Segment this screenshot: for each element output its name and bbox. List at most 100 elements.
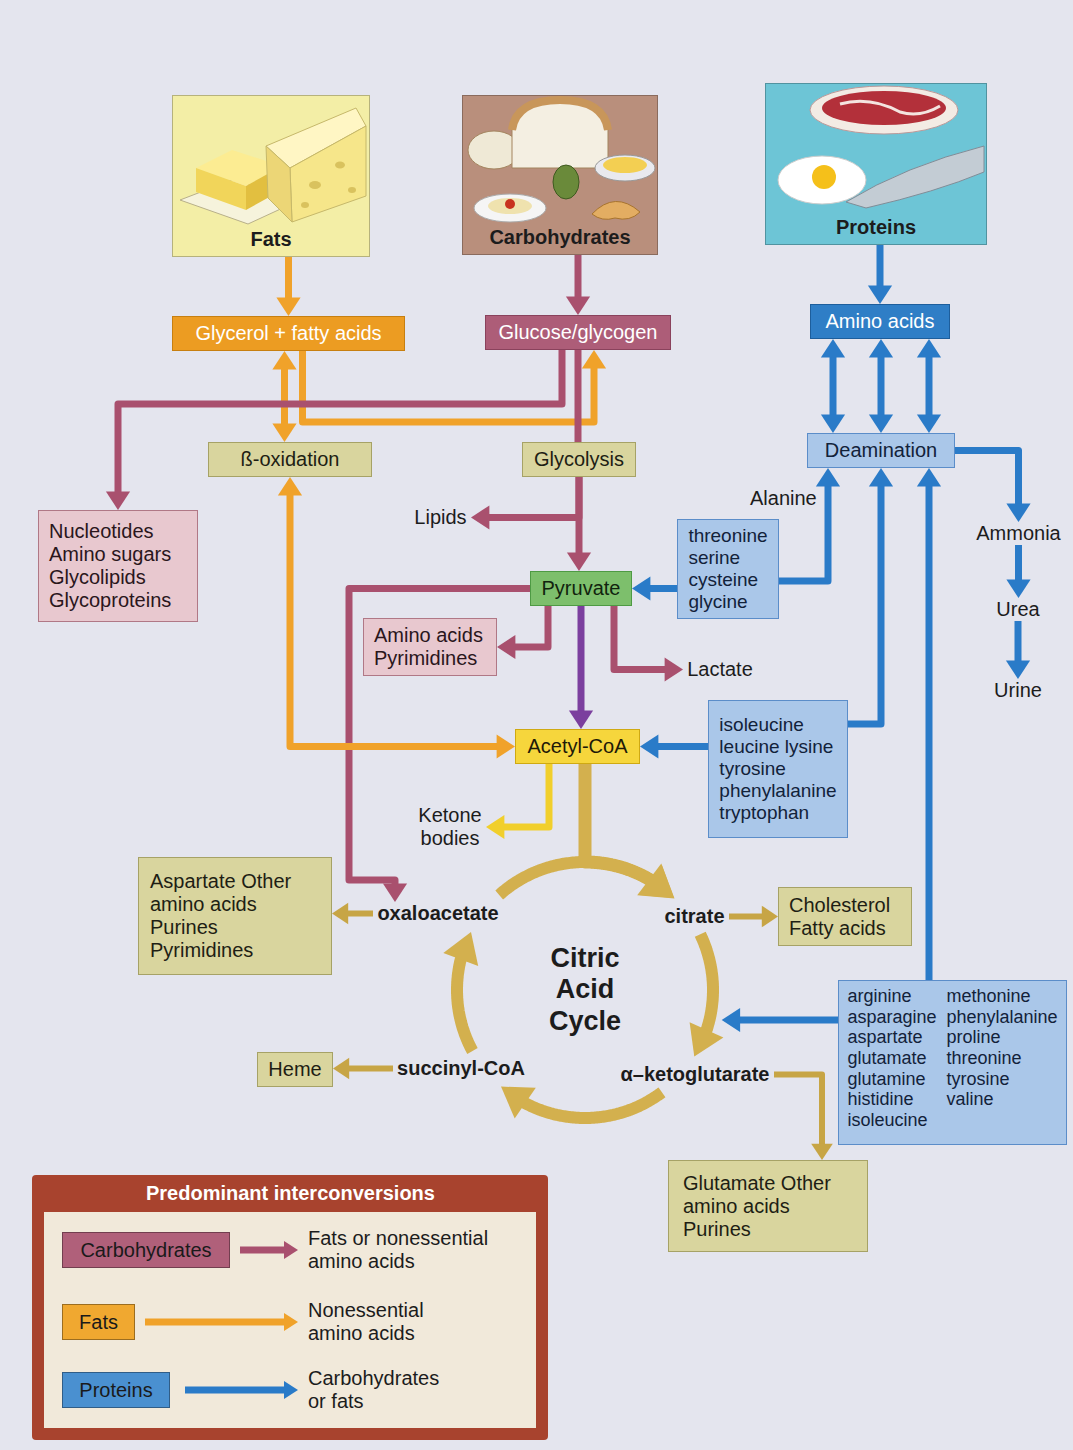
connector bbox=[333, 1058, 393, 1080]
egg-white bbox=[778, 156, 866, 204]
carbohydrates-illustration bbox=[462, 95, 658, 255]
edge-label: Alanine bbox=[748, 487, 819, 510]
connector bbox=[614, 606, 683, 682]
legend-arrow bbox=[145, 1319, 286, 1326]
metabolite-label: oxaloacetate bbox=[373, 902, 503, 925]
arrowhead bbox=[816, 468, 840, 486]
bread-crust bbox=[512, 100, 608, 130]
arrowhead bbox=[917, 339, 941, 357]
arrowhead bbox=[566, 297, 590, 315]
node-label: threonine serine cysteine glycine bbox=[688, 525, 767, 612]
connector-line bbox=[524, 1092, 662, 1118]
steak-fat bbox=[810, 86, 958, 134]
legend-description: Carbohydrates or fats bbox=[308, 1367, 453, 1413]
cheese-hole bbox=[309, 181, 321, 189]
node-label: Deamination bbox=[825, 439, 937, 462]
panel-fill bbox=[172, 95, 370, 257]
connector-line bbox=[118, 350, 562, 493]
metabolite-label: Urea bbox=[992, 598, 1044, 621]
connector bbox=[848, 468, 893, 724]
legend-label: Carbohydrates bbox=[80, 1239, 211, 1262]
node-label: Heme bbox=[268, 1058, 321, 1081]
steak bbox=[822, 91, 946, 125]
node-label: Ketone bodies bbox=[418, 804, 481, 850]
connector bbox=[585, 764, 675, 898]
legend-arrow bbox=[185, 1387, 286, 1394]
connector-line bbox=[1015, 545, 1022, 581]
node-label: α–ketoglutarate bbox=[620, 1063, 769, 1086]
connector bbox=[690, 934, 724, 1056]
node-label: Citric Acid Cycle bbox=[549, 943, 621, 1036]
arrowhead bbox=[471, 505, 489, 529]
connector-line bbox=[457, 958, 473, 1051]
metabolite-label: Ammonia bbox=[972, 522, 1065, 545]
arrowhead bbox=[640, 734, 658, 758]
croissant bbox=[592, 201, 640, 219]
arrowhead bbox=[762, 906, 778, 928]
arrowhead bbox=[486, 815, 504, 839]
connector bbox=[869, 339, 893, 433]
connector bbox=[499, 862, 674, 898]
connector bbox=[566, 255, 590, 315]
panel-fill bbox=[765, 83, 987, 245]
node-label: Lactate bbox=[687, 658, 753, 681]
connector bbox=[729, 906, 778, 928]
process-box: Pyruvate bbox=[530, 571, 632, 606]
connector bbox=[821, 339, 845, 433]
node-label: Acetyl-CoA bbox=[527, 735, 627, 758]
connector bbox=[917, 339, 941, 433]
arrowhead bbox=[383, 884, 407, 902]
process-box: Cholesterol Fatty acids bbox=[778, 887, 912, 946]
process-box: threonine serine cysteine glycine bbox=[677, 519, 779, 619]
arrowhead bbox=[332, 903, 348, 925]
connector-line bbox=[499, 862, 652, 895]
connector-line bbox=[657, 743, 708, 750]
arrowhead bbox=[278, 477, 302, 495]
cheese-side bbox=[266, 146, 292, 222]
arrowhead bbox=[811, 1144, 833, 1160]
connector-line bbox=[503, 764, 549, 827]
process-box: Glycolysis bbox=[522, 442, 636, 477]
cheese-hole bbox=[348, 187, 356, 193]
bread-loaf bbox=[512, 100, 608, 168]
node-label: Glycolysis bbox=[534, 448, 624, 471]
node-label: Pyruvate bbox=[542, 577, 621, 600]
metabolite-label: Urine bbox=[990, 679, 1046, 702]
node-label: arginine asparagine aspartate glutamate … bbox=[847, 986, 936, 1131]
connector bbox=[774, 1075, 833, 1161]
connector-line bbox=[281, 368, 288, 425]
process-box: Amino acids Pyrimidines bbox=[363, 618, 497, 676]
arrowhead bbox=[497, 734, 515, 758]
fish-fillet bbox=[846, 146, 984, 208]
connector-line bbox=[926, 356, 933, 416]
connector bbox=[443, 932, 478, 1051]
arrowhead bbox=[501, 1087, 536, 1119]
process-box: Amino acids bbox=[810, 304, 950, 339]
node-label: isoleucine leucine lysine tyrosine pheny… bbox=[719, 714, 836, 823]
process-box: arginine asparagine aspartate glutamate … bbox=[838, 980, 1067, 1145]
fats-illustration bbox=[172, 95, 370, 257]
connector-line bbox=[729, 914, 763, 920]
process-box: Glutamate Other amino acids Purines bbox=[668, 1160, 868, 1252]
legend-arrowhead bbox=[284, 1381, 298, 1399]
connector-line bbox=[348, 1066, 393, 1072]
arrowhead bbox=[443, 932, 478, 966]
legend-description: Fats or nonessential amino acids bbox=[308, 1227, 523, 1273]
node-label: Glucose/glycogen bbox=[499, 321, 658, 344]
metabolite-label: Ketone bodies bbox=[414, 804, 486, 850]
butter-front bbox=[196, 168, 246, 210]
proteins-illustration bbox=[765, 83, 987, 245]
arrowhead bbox=[272, 424, 296, 442]
connector-line bbox=[514, 606, 548, 647]
legend-swatch: Proteins bbox=[62, 1372, 170, 1408]
connector bbox=[569, 606, 593, 729]
process-box: Nucleotides Amino sugars Glycolipids Gly… bbox=[38, 510, 198, 622]
connector-line bbox=[290, 494, 498, 747]
arrowhead bbox=[690, 1022, 724, 1056]
connector bbox=[868, 245, 892, 304]
connector bbox=[272, 351, 296, 442]
node-label: succinyl-CoA bbox=[397, 1057, 525, 1080]
connector bbox=[501, 1087, 662, 1119]
arrowhead bbox=[665, 657, 683, 681]
